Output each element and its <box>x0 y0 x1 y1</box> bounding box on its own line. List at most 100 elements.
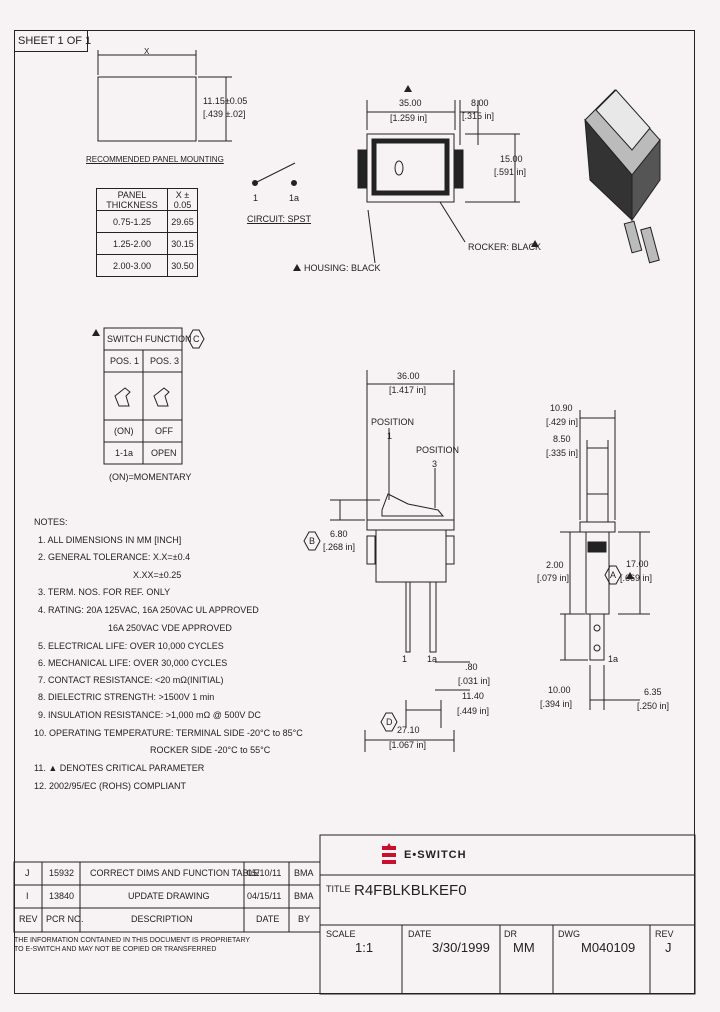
panel-cell: 30.50 <box>167 254 198 277</box>
note-item: 8. DIELECTRIC STRENGTH: >1500V 1 min <box>38 692 215 702</box>
title-label: TITLE <box>326 884 351 894</box>
top-height-dim-in: [.591 in] <box>494 167 527 177</box>
notes-title: NOTES: <box>34 517 68 527</box>
disclaimer-line1: THE INFORMATION CONTAINED IN THIS DOCUME… <box>14 937 251 944</box>
circuit-pin2: 1a <box>289 193 300 203</box>
term-thickness-dim: .80 <box>465 662 478 672</box>
term-width-end-dim: 6.35 <box>644 687 662 697</box>
switch-row2-pos3: OPEN <box>151 448 177 458</box>
note-item: 3. TERM. NOS. FOR REF. ONLY <box>38 587 171 597</box>
switch-row2-pos1: 1-1a <box>115 448 134 458</box>
end-w2-dim-in: [.335 in] <box>546 448 579 458</box>
switch-row1-pos3: OFF <box>155 426 173 436</box>
end-w2-dim: 8.50 <box>553 434 571 444</box>
side-width-dim-in: [1.417 in] <box>389 385 427 395</box>
note-item: 12. 2002/95/EC (ROHS) COMPLIANT <box>34 781 187 791</box>
term-thickness-dim-in: [.031 in] <box>458 676 491 686</box>
rev-header: REV <box>19 914 38 924</box>
body-height-dim-in: [.669 in] <box>620 573 653 583</box>
panel-cell: 30.15 <box>167 232 198 255</box>
note-item: 1. ALL DIMENSIONS IN MM [INCH] <box>38 535 182 545</box>
panel-cell: 29.65 <box>167 210 198 233</box>
end-marker-a: A <box>610 570 617 580</box>
rev-cell: BMA <box>294 868 314 878</box>
scale-value: 1:1 <box>355 940 374 955</box>
rev-cell: 04/15/11 <box>247 891 282 901</box>
sheet-label: SHEET 1 OF 1 <box>18 35 92 47</box>
pos3-num: 3 <box>432 459 438 469</box>
note-item: 10. OPERATING TEMPERATURE: TERMINAL SIDE… <box>34 728 303 738</box>
panel-header-x: X ± 0.05 <box>167 188 198 211</box>
rev-cell: UPDATE DRAWING <box>128 891 210 901</box>
scale-label: SCALE <box>326 929 356 939</box>
top-width-dim-in: [1.259 in] <box>390 113 428 123</box>
drawing-title: R4FBLKBLKEF0 <box>354 882 467 899</box>
top-depth-dim: 8.00 <box>471 98 489 108</box>
panel-height-dim-in: [.439 ±.02] <box>203 109 246 119</box>
rev-header: PCR NO. <box>46 914 84 924</box>
marker-d: D <box>386 717 393 727</box>
rev-header: DATE <box>256 914 280 924</box>
end-w1-dim: 10.90 <box>550 403 573 413</box>
circuit-label: CIRCUIT: SPST <box>247 214 312 224</box>
note-item: 6. MECHANICAL LIFE: OVER 30,000 CYCLES <box>38 658 228 668</box>
dwg-value: M040109 <box>581 940 636 955</box>
marker-b: B <box>309 536 316 546</box>
panel-header-thickness: PANEL THICKNESS <box>96 188 168 211</box>
term-width-dim: 11.40 <box>462 691 484 701</box>
panel-cell: 2.00-3.00 <box>96 254 168 277</box>
rev-cell: BMA <box>294 891 314 901</box>
switch-note: (ON)=MOMENTARY <box>109 472 192 482</box>
switch-pos3-header: POS. 3 <box>150 356 180 366</box>
end-w1-dim-in: [.429 in] <box>546 417 579 427</box>
switch-function-marker: C <box>193 334 200 344</box>
top-depth-dim-in: [.315 in] <box>462 111 495 121</box>
pos1-num: 1 <box>387 431 393 441</box>
disclaimer-line2: TO E-SWITCH AND MAY NOT BE COPIED OR TRA… <box>14 946 217 953</box>
dr-label: DR <box>504 929 517 939</box>
rev-value: J <box>665 940 672 955</box>
base-width-dim: 27.10 <box>397 725 420 735</box>
top-width-dim: 35.00 <box>399 98 422 108</box>
flange-dim: 2.00 <box>546 560 564 570</box>
rev-header: BY <box>298 914 311 924</box>
note-item: 5. ELECTRICAL LIFE: OVER 10,000 CYCLES <box>38 641 224 651</box>
note-item: X.XX=±0.25 <box>133 570 182 580</box>
pos3-label: POSITION <box>416 445 460 455</box>
panel-x-label: X <box>144 47 150 56</box>
housing-label: HOUSING: BLACK <box>304 263 381 273</box>
rocker-height-dim: 6.80 <box>330 529 348 539</box>
base-width-dim-in: [1.067 in] <box>389 740 427 750</box>
flange-dim-in: [.079 in] <box>537 573 570 583</box>
term-width-dim-in: [.449 in] <box>457 706 490 716</box>
term-length-dim: 10.00 <box>548 685 571 695</box>
panel-cell: 0.75-1.25 <box>96 210 168 233</box>
rocker-height-dim-in: [.268 in] <box>323 542 356 552</box>
note-item: 9. INSULATION RESISTANCE: >1,000 mΩ @ 50… <box>38 710 261 720</box>
rev-cell: I <box>26 891 29 901</box>
panel-title: RECOMMENDED PANEL MOUNTING <box>86 155 224 164</box>
date-label: DATE <box>408 929 432 939</box>
note-item: 2. GENERAL TOLERANCE: X.X=±0.4 <box>38 552 191 562</box>
rev-cell: 05/10/11 <box>247 868 282 878</box>
term-length-dim-in: [.394 in] <box>540 699 573 709</box>
note-item: 4. RATING: 20A 125VAC, 16A 250VAC UL APP… <box>38 605 259 615</box>
panel-cell: 1.25-2.00 <box>96 232 168 255</box>
panel-height-dim: 11.15±0.05 <box>203 96 248 106</box>
end-pin1a: 1a <box>608 654 619 664</box>
rocker-label: ROCKER: BLACK <box>468 242 542 252</box>
date-value: 3/30/1999 <box>432 940 490 955</box>
note-item: 7. CONTACT RESISTANCE: <20 mΩ(INITIAL) <box>38 675 224 685</box>
body-height-dim: 17.00 <box>626 559 649 569</box>
note-item: 16A 250VAC VDE APPROVED <box>108 623 232 633</box>
switch-pos1-header: POS. 1 <box>110 356 140 366</box>
rev-cell: 13840 <box>49 891 75 901</box>
side-pin1a: 1a <box>427 654 438 664</box>
note-item: 11. ▲ DENOTES CRITICAL PARAMETER <box>34 763 205 773</box>
switch-row1-pos1: (ON) <box>114 426 134 436</box>
term-width-end-dim-in: [.250 in] <box>637 701 670 711</box>
note-item: ROCKER SIDE -20°C to 55°C <box>150 745 271 755</box>
rev-cell: CORRECT DIMS AND FUNCTION TABLE <box>90 868 260 878</box>
